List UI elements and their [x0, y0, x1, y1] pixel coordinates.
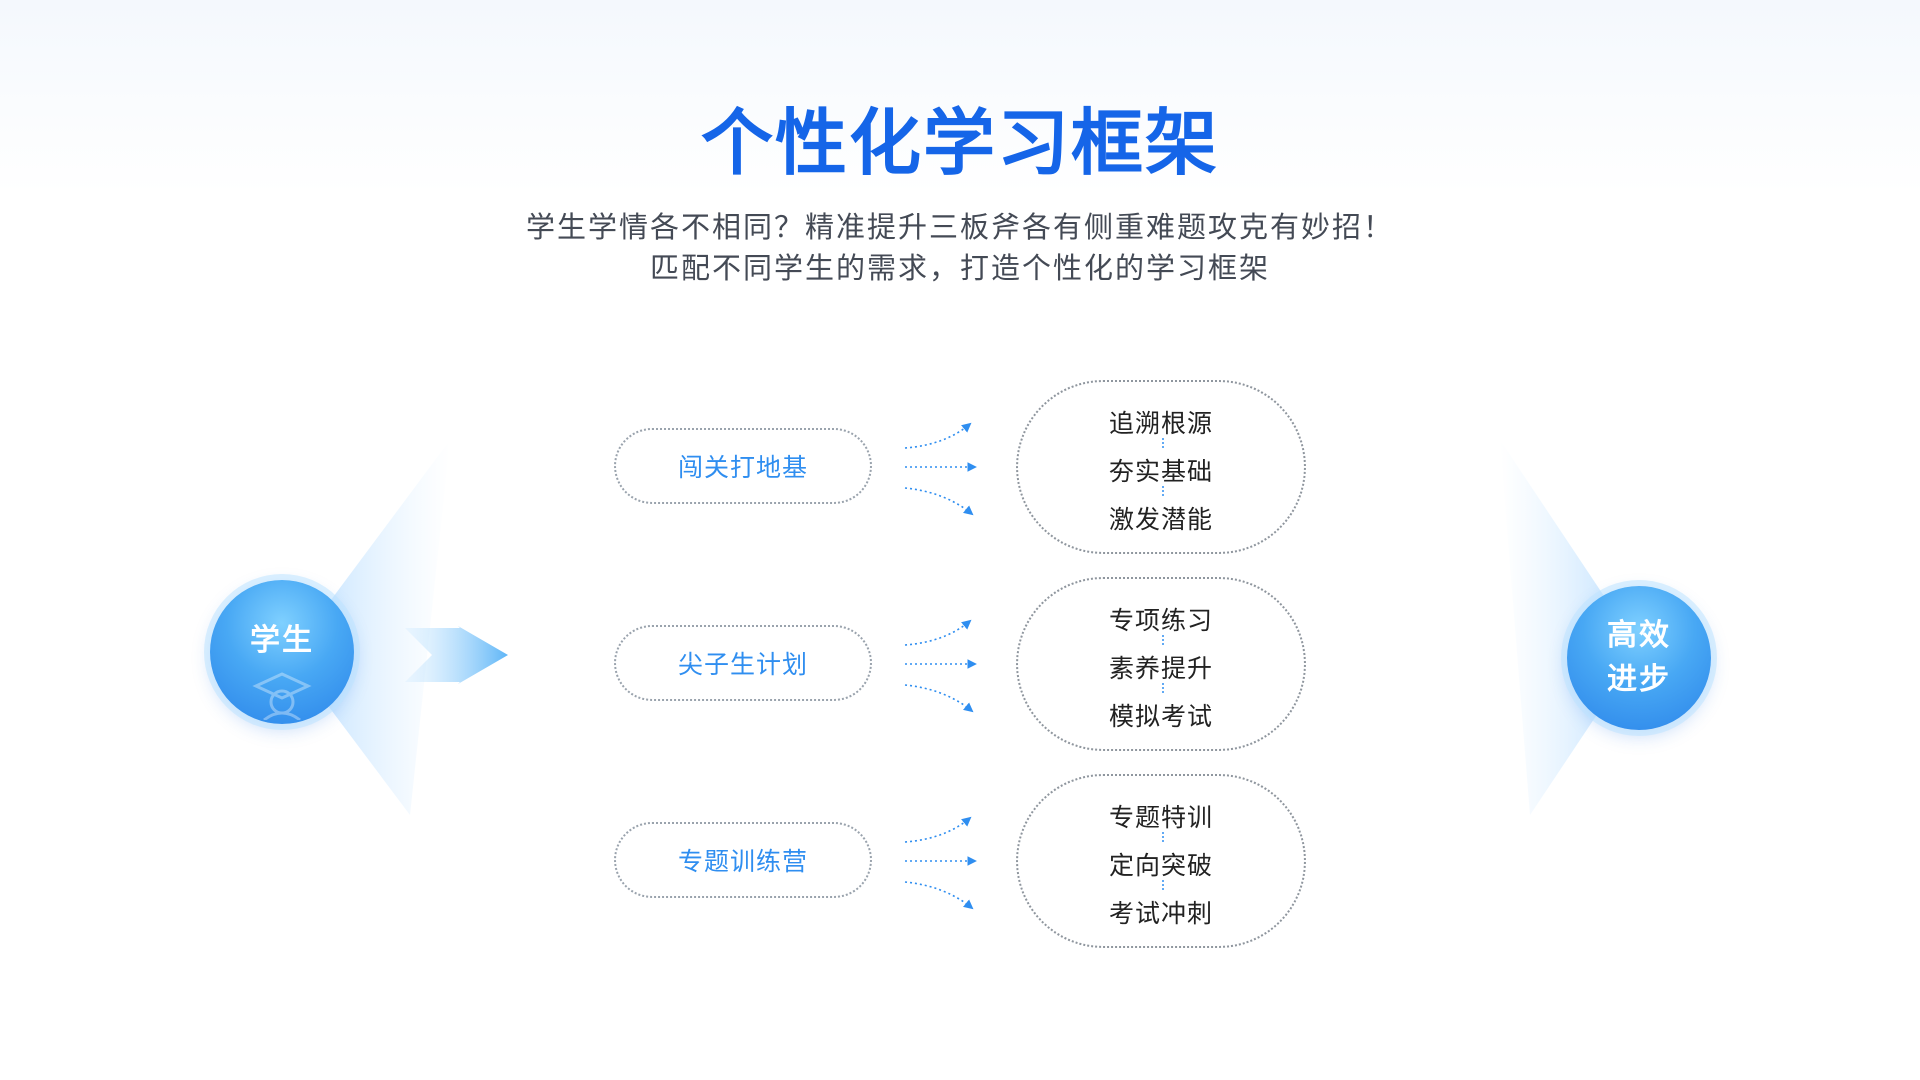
graduation-cap-icon: [252, 672, 312, 720]
step-item: 夯实基础: [1108, 457, 1213, 486]
steps-oval-2: 专项练习 素养提升 模拟考试: [1016, 577, 1306, 751]
right-glow: [1500, 440, 1640, 815]
subtitle-line-1: 学生学情各不相同？精准提升三板斧各有侧重难题攻克有妙招！: [525, 210, 1394, 244]
program-pill-1: 闯关打地基: [614, 428, 872, 504]
step-item: 定向突破: [1108, 851, 1213, 880]
step-item: 考试冲刺: [1108, 899, 1213, 928]
left-glow: [290, 440, 450, 815]
start-node-label: 学生: [250, 623, 314, 658]
program-pill-3: 专题训练营: [614, 822, 872, 898]
step-item: 模拟考试: [1108, 702, 1213, 731]
step-item: 专题特训: [1108, 803, 1213, 832]
steps-oval-1: 追溯根源 夯实基础 激发潜能: [1016, 380, 1306, 554]
steps-link-icon: [1162, 832, 1164, 890]
main-arrow-icon: [405, 626, 508, 684]
program-pill-2: 尖子生计划: [614, 625, 872, 701]
steps-link-icon: [1162, 635, 1164, 693]
start-node-student: 学生: [210, 580, 354, 724]
page-title: 个性化学习框架: [700, 101, 1219, 185]
end-node-line-2: 进步: [1607, 662, 1671, 697]
end-node-line-1: 高效: [1607, 618, 1671, 653]
steps-link-icon: [1162, 438, 1164, 496]
step-item: 专项练习: [1108, 606, 1213, 635]
step-item: 追溯根源: [1108, 409, 1213, 438]
step-item: 素养提升: [1108, 654, 1213, 683]
step-item: 激发潜能: [1108, 505, 1213, 534]
subtitle-line-2: 匹配不同学生的需求，打造个性化的学习框架: [649, 251, 1270, 285]
steps-oval-3: 专题特训 定向突破 考试冲刺: [1016, 774, 1306, 948]
end-node-progress: 高效 进步: [1567, 586, 1711, 730]
fan-arrows: [904, 422, 977, 910]
